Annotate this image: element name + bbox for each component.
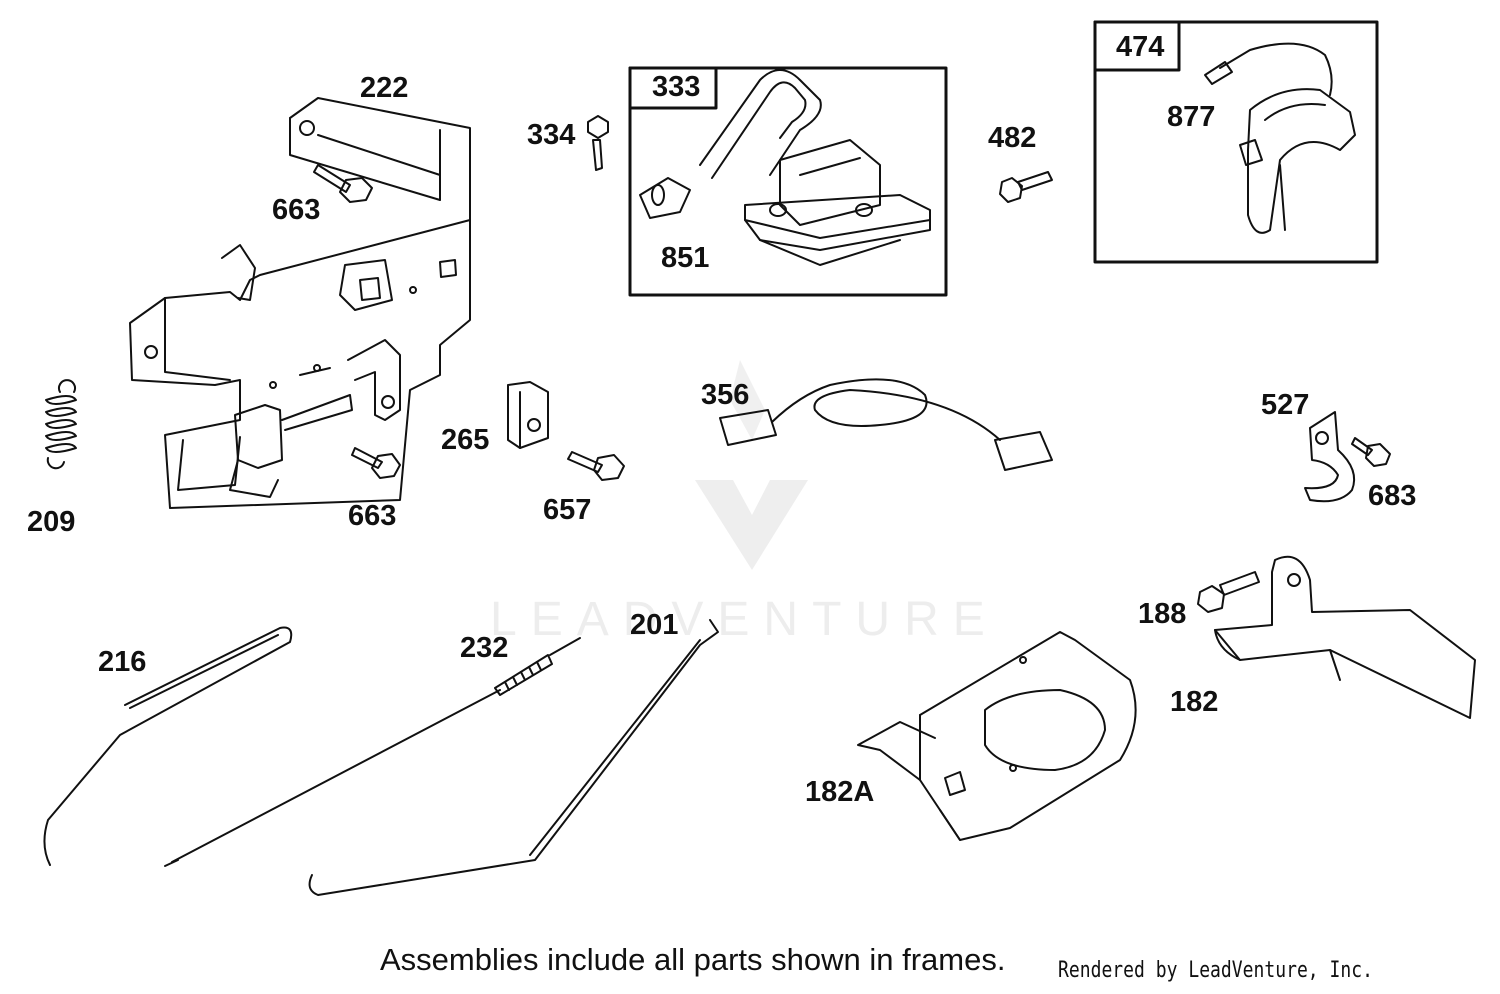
- bolt-663-top: [313, 164, 373, 203]
- callout-683: 683: [1368, 480, 1417, 512]
- callout-216: 216: [98, 646, 147, 678]
- callout-482: 482: [988, 122, 1037, 154]
- ignition-module-333: [699, 69, 931, 266]
- frame-333-label: 333: [652, 71, 701, 103]
- assemblies-note: Assemblies include all parts shown in fr…: [380, 942, 1006, 977]
- callout-188: 188: [1138, 598, 1187, 630]
- callout-232: 232: [460, 632, 509, 664]
- screw-657: [567, 451, 625, 481]
- callout-851: 851: [661, 242, 710, 274]
- clip-265: [507, 381, 549, 449]
- callout-182A: 182A: [805, 776, 875, 808]
- bolt-188: [1197, 571, 1260, 613]
- rod-216: [43, 626, 293, 866]
- spring-link-232: [164, 637, 581, 867]
- rendered-by-credit: Rendered by LeadVenture, Inc.: [1058, 958, 1373, 983]
- callout-657: 657: [543, 494, 592, 526]
- bolt-683: [1351, 437, 1391, 467]
- callout-663-lower: 663: [348, 500, 397, 532]
- callout-877: 877: [1167, 101, 1216, 133]
- callout-663-top: 663: [272, 194, 321, 226]
- callout-182: 182: [1170, 686, 1219, 718]
- rod-201: [308, 619, 719, 896]
- screw-334: [587, 115, 609, 171]
- clamp-527: [1304, 411, 1356, 503]
- callout-222: 222: [360, 72, 409, 104]
- callout-356: 356: [701, 379, 750, 411]
- wire-harness-356: [719, 378, 1053, 471]
- callout-527: 527: [1261, 389, 1310, 421]
- spring-209: [45, 379, 77, 470]
- shield-182A: [857, 631, 1137, 841]
- control-bracket-222: [129, 97, 471, 509]
- screw-482: [999, 171, 1053, 203]
- spark-plug-boot-851: [639, 177, 691, 219]
- callout-209: 209: [27, 506, 76, 538]
- frame-474-label: 474: [1116, 31, 1165, 63]
- watermark-text: LEADVENTURE: [490, 593, 999, 646]
- bolt-663-lower: [351, 447, 401, 479]
- callout-201: 201: [630, 609, 679, 641]
- shield-182: [1214, 555, 1476, 719]
- callout-334: 334: [527, 119, 576, 151]
- kill-switch-877: [1204, 42, 1356, 234]
- callout-265: 265: [441, 424, 490, 456]
